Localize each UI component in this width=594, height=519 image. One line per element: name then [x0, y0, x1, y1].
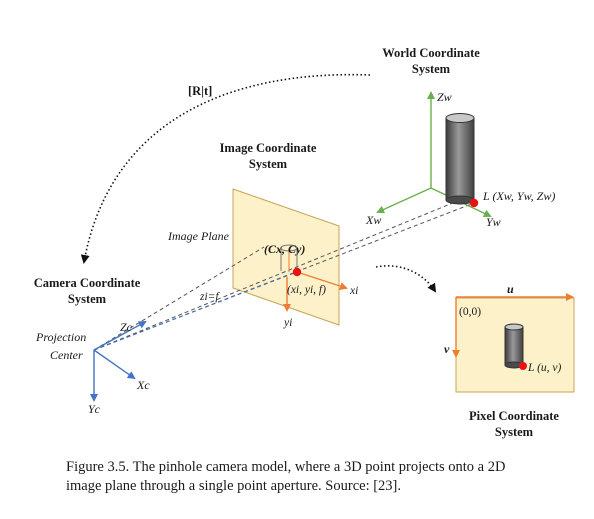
principal-point-label: (Cx, Cy)	[264, 242, 305, 256]
pixel-system-title-line2: System	[495, 425, 534, 439]
projection-center-label-line2: Center	[50, 348, 83, 362]
xi-axis-label: xi	[349, 285, 358, 297]
pixel-object-cylinder	[504, 323, 524, 369]
focal-length-label: zi=f	[199, 291, 220, 303]
image-plane-label: Image Plane	[167, 229, 230, 243]
image-point-label: (xi, yi, f)	[287, 284, 326, 296]
zc-axis	[93, 321, 147, 351]
pixel-system-title-line1: Pixel Coordinate	[469, 409, 559, 423]
image-system-title-line1: Image Coordinate	[220, 141, 317, 155]
xi-axis	[296, 271, 348, 290]
image-to-pixel-arrow	[375, 265, 437, 293]
yi-axis-label: yi	[283, 317, 292, 329]
xc-axis-label: Xc	[136, 378, 150, 392]
xw-axis-label: Xw	[365, 213, 381, 227]
pinhole-camera-diagram: [R|t] World Coordinate System Image Coor…	[34, 46, 575, 439]
yw-axis-label: Yw	[486, 215, 501, 229]
world-object-cylinder	[445, 113, 475, 205]
v-axis-label: v	[444, 342, 450, 356]
projection-rays	[93, 199, 475, 351]
zw-axis-label: Zw	[437, 90, 452, 104]
image-system-title-line2: System	[249, 157, 288, 171]
xc-axis	[93, 349, 136, 380]
caption-line-1: Figure 3.5. The pinhole camera model, wh…	[66, 459, 506, 475]
zc-axis-label: Zc	[120, 320, 133, 334]
caption-line-2: image plane through a single point apert…	[66, 478, 402, 494]
pixel-origin-label: (0,0)	[459, 306, 481, 318]
figure-caption: Figure 3.5. The pinhole camera model, wh…	[66, 458, 566, 496]
world-system-title-line2: System	[412, 62, 451, 76]
world-point-dot	[469, 198, 479, 208]
image-plane	[232, 188, 340, 326]
u-axis-label: u	[507, 282, 514, 296]
pixel-point-dot	[519, 362, 527, 370]
camera-system-title-line1: Camera Coordinate	[34, 276, 141, 290]
world-system-title-line1: World Coordinate	[382, 46, 480, 60]
yc-axis-label: Yc	[88, 402, 101, 416]
image-point-dot	[292, 267, 302, 277]
projection-center-label-line1: Projection	[35, 330, 86, 344]
xw-axis	[376, 187, 432, 214]
rotation-translation-label: [R|t]	[188, 84, 212, 98]
camera-system-title-line2: System	[68, 292, 107, 306]
world-point-label: L (Xw, Yw, Zw)	[482, 189, 555, 203]
rotation-translation-arrow	[80, 73, 371, 264]
pixel-point-label: L (u, v)	[527, 362, 561, 374]
